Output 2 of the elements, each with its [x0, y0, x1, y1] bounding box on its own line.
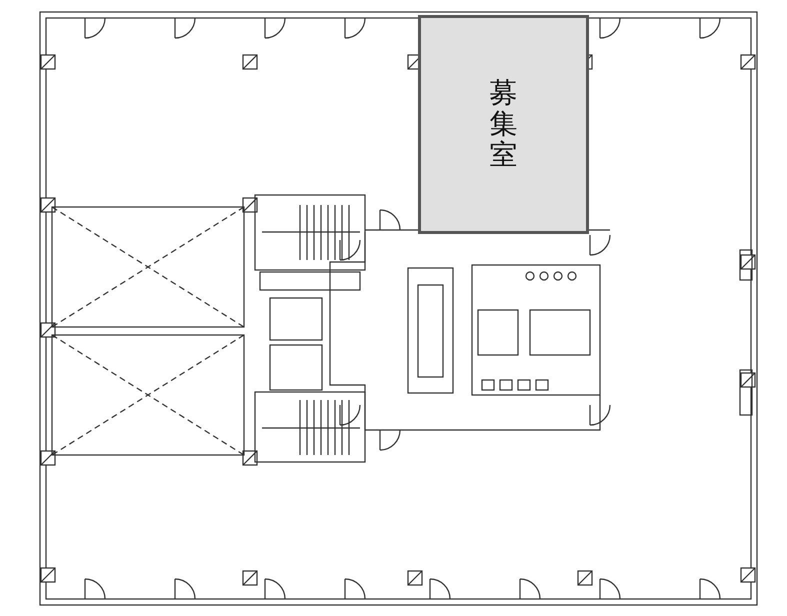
- room-highlight: [418, 15, 589, 234]
- room-label: 募集室: [490, 78, 518, 171]
